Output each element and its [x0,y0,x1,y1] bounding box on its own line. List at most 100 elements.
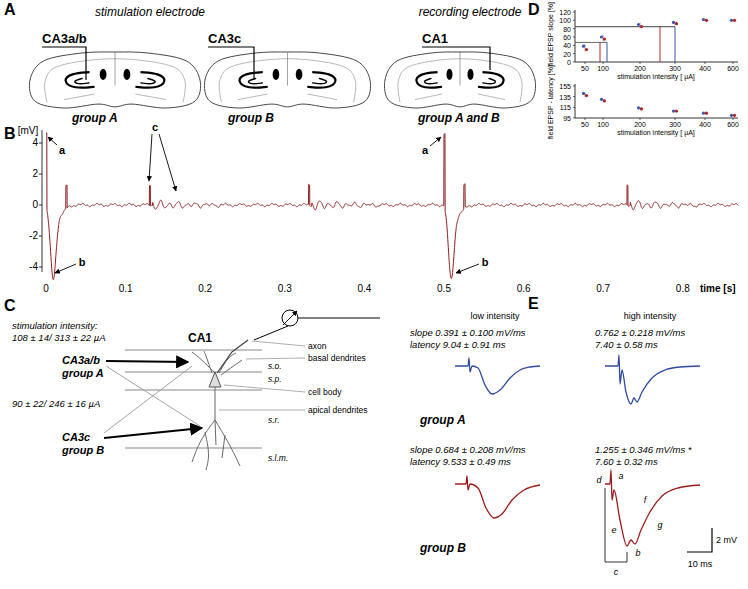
data-point [675,109,678,112]
callout-letter: e [611,526,616,535]
fiber-tract [135,94,166,100]
tick-mark [603,118,604,120]
callout-letter: b [482,257,489,268]
tick-mark [585,62,586,64]
data-point [702,112,705,115]
group-name: group A [420,414,466,426]
tick-label: 95 [563,115,571,122]
layer-boundary [125,350,262,351]
scale-label: 10 ms [688,560,713,569]
axis-line [42,130,43,272]
measurement: 7.40 ± 0.58 ms [595,340,658,350]
brain-section [204,52,370,108]
brain-outline [204,52,370,108]
axis-title: stimulation intensity [ µA] [617,129,695,136]
dentate-gyrus [75,78,90,83]
apical-dendrite [222,435,225,458]
tick-mark [705,62,706,64]
reference-line [675,27,676,62]
tick-label: 200 [634,121,646,128]
callout-arrow [159,134,176,191]
brain-outline [29,52,200,108]
tick-mark [573,86,575,87]
tick-label: 0 [567,59,571,66]
data-point [582,45,585,48]
data-point [702,18,705,21]
data-point [730,114,733,117]
tick-label: 300 [669,121,681,128]
tick-label: 4 [32,138,38,148]
measurement: latency 9.04 ± 0.91 ms [410,340,506,350]
collateral-line [104,366,192,433]
panel-letter: D [528,2,540,18]
tick-label: 0.3 [278,284,292,294]
tick-label: 40 [563,42,571,49]
callout-letter: c [614,568,619,577]
tick-label: 155 [559,83,571,90]
layer-boundary [125,390,262,391]
leader-line [252,341,305,346]
tick-mark [573,20,575,21]
tick-label: -2 [29,231,38,241]
tick-label: 2 [32,169,38,179]
data-point [730,19,733,22]
apical-dendrite [215,420,240,466]
region-name: CA3a/b [42,32,87,45]
tick-label: 400 [699,65,711,72]
schaffer-input-arrow [104,428,202,438]
scale-label: 2 mV [716,536,737,545]
layer-label: s.r. [268,416,280,425]
fepsp-waveform [605,355,700,404]
tick-mark [675,118,676,120]
tick-mark [603,62,604,64]
slope-chart [573,10,738,64]
scale-bar [687,528,712,552]
brain-outline [384,52,535,108]
tick-label: 115 [560,104,571,111]
electrode-heading: recording electrode [419,6,522,18]
fiber-tract [307,94,337,100]
apical-dendrite [215,387,216,420]
callout-letter: a [618,472,623,481]
tick-mark [733,62,734,64]
measurement-bracket [605,488,627,562]
axis-line [575,10,738,62]
tick-label: 400 [699,121,711,128]
tick-mark [573,12,575,13]
hippocampus [478,72,504,88]
ventricle [100,69,107,80]
brain-section [29,52,200,108]
tick-label: 0.7 [596,284,610,294]
latency-chart [573,84,738,120]
tick-label: 0.2 [198,284,212,294]
tick-mark [573,118,575,119]
panel-letter: A [4,2,16,18]
fepsp-waveform [605,470,700,546]
measurement: slope 0.391 ± 0.100 mV/ms [410,328,526,338]
measurement: 7.60 ± 0.32 ms [595,457,658,467]
tick-label: 50 [581,65,589,72]
tick-mark [640,62,641,64]
tick-mark [640,118,641,120]
midline [115,52,116,86]
fiber-tract [64,94,95,100]
tick-mark [39,236,42,237]
part-label: axon [308,342,326,351]
panel-letter: C [4,298,16,314]
tick-label: 0 [32,200,38,210]
cell-body [209,372,221,387]
data-point [585,94,588,97]
panel-letter: B [4,126,16,142]
ventricle [296,69,303,80]
tick-label: 600 [727,65,739,72]
callout-letter: b [635,549,640,558]
fepsp-waveform [455,358,540,394]
data-point [675,22,678,25]
data-point [640,107,643,110]
callout-letter: b [79,257,86,268]
midline [460,52,461,86]
axis-title: stimulation intensity [ µA] [617,73,695,80]
part-label: cell body [308,388,342,397]
axis-unit: [mV] [18,126,39,136]
